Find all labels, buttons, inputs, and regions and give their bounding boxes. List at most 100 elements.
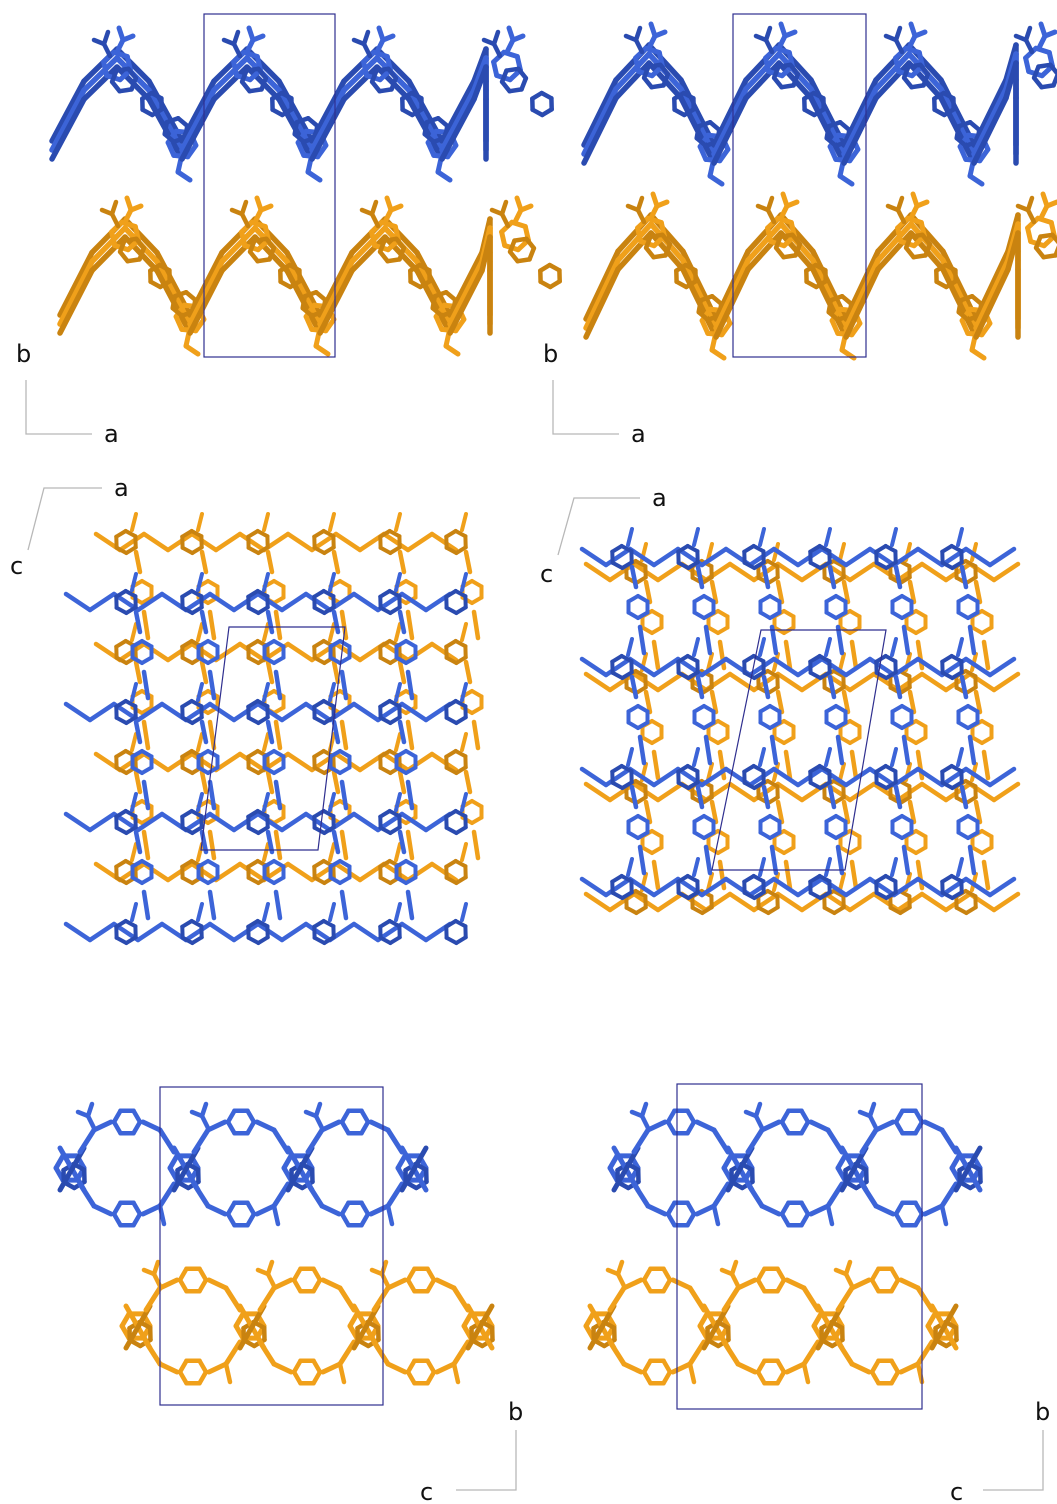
bond — [768, 720, 782, 730]
bond — [273, 829, 283, 861]
bond — [133, 769, 143, 795]
bond — [987, 656, 1017, 678]
bond — [581, 86, 619, 157]
bond — [397, 549, 407, 575]
bond — [841, 95, 879, 166]
bond — [692, 857, 700, 877]
bond — [991, 671, 1021, 693]
bond — [859, 1181, 879, 1209]
bond — [890, 527, 898, 547]
bond — [841, 77, 879, 148]
bond — [223, 1361, 233, 1385]
bond — [279, 701, 309, 723]
bond — [823, 891, 853, 913]
bond — [956, 637, 964, 657]
bond — [207, 889, 217, 921]
bond — [699, 876, 729, 898]
bond — [735, 1277, 758, 1291]
bond — [721, 1339, 741, 1367]
bond — [265, 769, 275, 795]
bond — [655, 781, 685, 803]
bond — [405, 779, 415, 811]
bond — [434, 1361, 457, 1375]
bond — [825, 1203, 835, 1227]
bond — [394, 902, 402, 922]
bond — [583, 248, 621, 322]
bond — [956, 747, 964, 767]
bond — [859, 1127, 879, 1155]
bond — [717, 639, 727, 671]
bond — [753, 1101, 763, 1119]
bond — [140, 1203, 163, 1217]
bond — [359, 1200, 371, 1217]
axis-label-a: a — [114, 474, 129, 502]
bond — [914, 845, 928, 855]
unit-cell — [732, 13, 867, 358]
bond — [399, 921, 429, 943]
bond — [447, 267, 485, 336]
bond — [969, 347, 987, 361]
bond — [271, 1181, 291, 1209]
bond — [841, 799, 851, 825]
bond — [775, 781, 805, 803]
bond — [629, 564, 639, 590]
bond — [847, 561, 877, 583]
bond — [397, 659, 407, 685]
bond — [265, 719, 275, 745]
bond — [140, 815, 154, 825]
bond — [140, 705, 154, 715]
bond — [636, 830, 650, 840]
chain-orange — [119, 1259, 495, 1386]
bond — [130, 682, 138, 702]
bond — [404, 655, 418, 665]
bond — [966, 830, 980, 840]
bond — [847, 891, 877, 913]
bond — [371, 1339, 391, 1367]
bond — [637, 624, 647, 656]
bond — [655, 891, 685, 913]
bond — [603, 656, 633, 678]
bond — [939, 1181, 959, 1209]
bond — [369, 199, 379, 217]
bond — [901, 624, 911, 656]
bond — [709, 689, 719, 715]
bond — [643, 579, 653, 605]
bond — [922, 1119, 945, 1133]
bond — [915, 656, 945, 678]
bond — [151, 1259, 161, 1277]
bond — [425, 1266, 437, 1283]
bond — [761, 564, 771, 590]
bond — [650, 191, 660, 209]
bond — [727, 561, 757, 583]
bond — [959, 784, 969, 810]
bond — [317, 258, 355, 327]
bond — [262, 902, 270, 922]
bond — [834, 610, 848, 620]
framework-blue — [579, 527, 1017, 900]
bond — [893, 25, 903, 43]
bond — [775, 579, 785, 605]
bond — [651, 766, 681, 788]
bond — [262, 842, 270, 862]
bond — [397, 769, 407, 795]
bond — [769, 844, 779, 876]
panel-top-right: b a — [543, 13, 1057, 448]
bond — [404, 765, 418, 775]
bond — [463, 769, 473, 795]
bond — [207, 609, 217, 641]
bond — [824, 857, 832, 877]
bond — [651, 749, 661, 781]
bond — [900, 830, 914, 840]
unit-cell — [200, 626, 346, 851]
bond — [87, 591, 117, 613]
bond — [131, 1200, 143, 1217]
bond — [349, 225, 388, 265]
bond — [309, 78, 347, 144]
bond — [189, 751, 219, 773]
bond — [639, 1101, 649, 1119]
bond — [661, 1358, 673, 1375]
bond — [143, 1285, 163, 1313]
bond — [141, 889, 151, 921]
bond — [206, 1277, 229, 1291]
bond — [801, 1339, 821, 1367]
